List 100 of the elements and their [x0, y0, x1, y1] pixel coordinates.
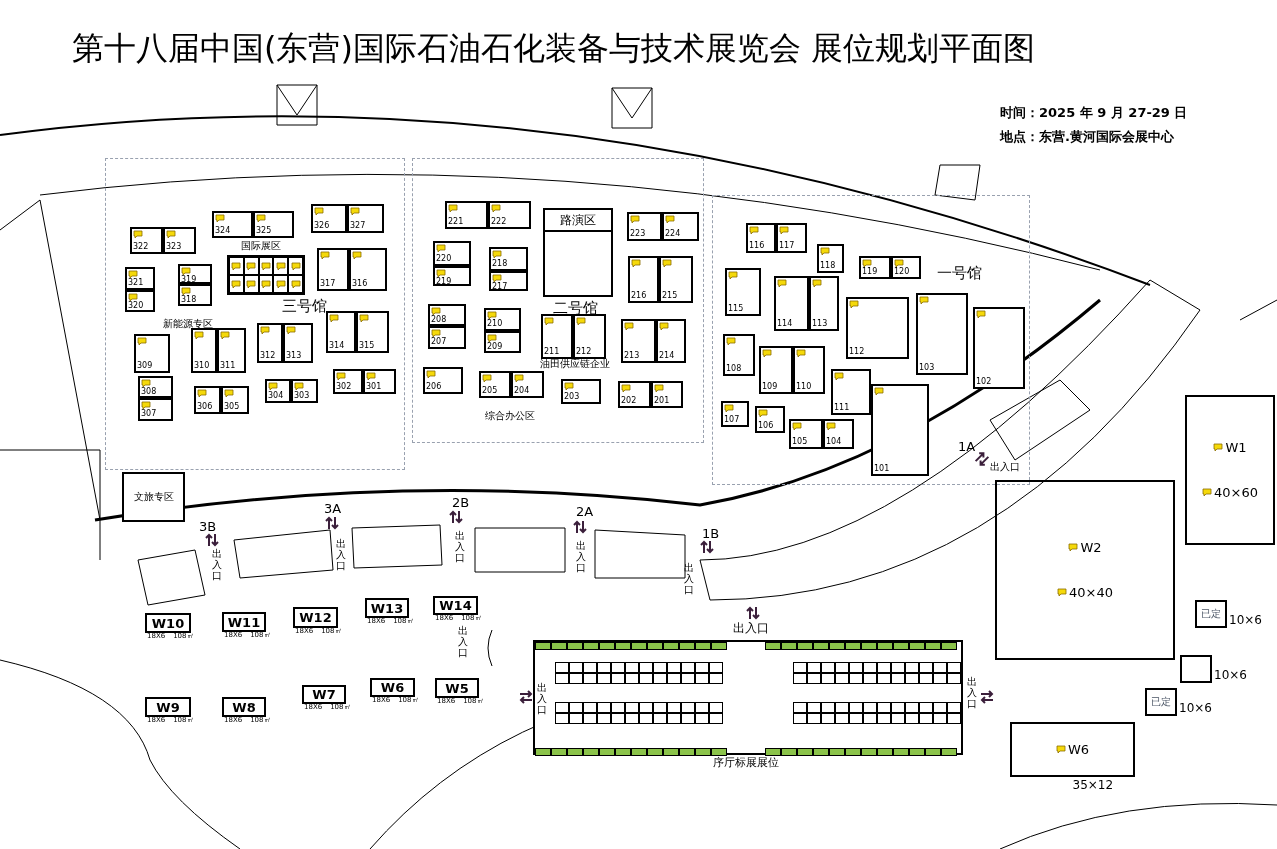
booth — [488, 201, 531, 229]
booth — [627, 212, 662, 241]
booth — [891, 256, 921, 279]
booth-number: 313 — [286, 352, 302, 360]
hall-area — [712, 195, 1030, 485]
size-label: 10×6 — [1229, 614, 1262, 626]
booth-number: 322 — [133, 243, 149, 251]
booth-number: 326 — [314, 222, 330, 230]
booth — [659, 256, 693, 303]
booth — [789, 419, 823, 449]
booth-number: 316 — [352, 280, 368, 288]
booth-number: 109 — [762, 383, 778, 391]
booth-number: 201 — [654, 397, 670, 405]
booth — [125, 290, 155, 312]
booth-number: 220 — [436, 255, 452, 263]
booth-number: 319 — [181, 276, 197, 284]
size-label: 10×6 — [1214, 669, 1247, 681]
booth — [823, 419, 854, 449]
booth — [333, 369, 363, 394]
booth — [916, 293, 968, 375]
entrance-label: 出入口 — [967, 676, 977, 709]
booth-number: 206 — [426, 383, 442, 391]
entrance-label: 出入口 — [212, 548, 222, 581]
booth — [163, 227, 196, 254]
booth-number: 311 — [220, 362, 236, 370]
booth-number: 303 — [294, 392, 310, 400]
booth — [191, 328, 217, 373]
booth — [349, 248, 387, 291]
booth — [793, 346, 825, 394]
booth-number: 108 — [726, 365, 742, 373]
booth-number: 113 — [812, 320, 828, 328]
booth — [776, 223, 807, 253]
gate-label: 2A — [576, 505, 594, 518]
booth-number: 222 — [491, 218, 507, 226]
entrance-label: 出入口 — [576, 540, 586, 573]
booth-number: 302 — [336, 383, 352, 391]
booth — [759, 346, 793, 394]
booth-number: 315 — [359, 342, 375, 350]
booth — [134, 334, 170, 373]
booth — [723, 334, 755, 376]
booth-number: 217 — [492, 283, 508, 291]
booth — [541, 314, 573, 359]
booth-number: 207 — [431, 338, 447, 346]
booth-number: 312 — [260, 352, 276, 360]
hall-area — [412, 158, 704, 443]
booth-number: 202 — [621, 397, 637, 405]
booth-number: 214 — [659, 352, 675, 360]
booth-number: 301 — [366, 383, 382, 391]
booth — [755, 406, 785, 433]
booth-number: 216 — [631, 292, 647, 300]
booth-number: W7 — [312, 688, 336, 701]
booth — [561, 379, 601, 404]
booth — [656, 319, 686, 363]
booth — [356, 311, 389, 353]
booth — [774, 276, 809, 331]
booth-number: 213 — [624, 352, 640, 360]
booth-number: 203 — [564, 393, 580, 401]
zone-label: 综合办公区 — [485, 411, 535, 421]
booth — [428, 304, 466, 326]
booth-number: 101 — [874, 465, 890, 473]
booth-number: W9 — [156, 700, 180, 714]
booth — [253, 211, 294, 238]
booth — [618, 381, 651, 408]
zone-name: 路演区 — [545, 210, 611, 232]
zone-box — [122, 472, 185, 522]
booth-number: 309 — [137, 362, 153, 370]
booth-number: W12 — [299, 611, 332, 624]
booth-number: 325 — [256, 227, 272, 235]
booth-number: 209 — [487, 343, 503, 351]
booth — [746, 223, 776, 253]
entrance-label: 出入口 — [537, 682, 547, 715]
booth-number: 219 — [436, 278, 452, 286]
booth-number: 115 — [728, 305, 744, 313]
booth — [283, 323, 313, 363]
booth-number: 112 — [849, 348, 865, 356]
booth — [138, 398, 173, 421]
entrance-label: 出入口 — [458, 625, 468, 658]
booth — [428, 326, 466, 349]
booth-number: 118 — [820, 262, 836, 270]
booth — [433, 241, 471, 266]
booth-number: W10 — [151, 616, 185, 630]
zone-label: 地点：东营.黄河国际会展中心 — [1000, 130, 1174, 143]
booth — [178, 284, 212, 306]
booth — [628, 256, 659, 303]
booth-number: 111 — [834, 404, 850, 412]
entrance-label: 出入口 — [455, 530, 465, 563]
booth — [265, 379, 291, 403]
booth-number: 117 — [779, 242, 795, 250]
booth-number: 224 — [665, 230, 681, 238]
booth — [194, 386, 221, 414]
size-label: 40×40 — [1069, 586, 1113, 599]
booth — [138, 376, 173, 398]
booth-number: 308 — [141, 388, 157, 396]
gate-label: 3B — [199, 520, 217, 533]
booth — [817, 244, 844, 273]
booth — [651, 381, 683, 408]
booth-number: 305 — [224, 403, 240, 411]
booth — [130, 227, 163, 254]
booth — [479, 371, 511, 398]
status-label: 已定 — [1151, 697, 1171, 707]
